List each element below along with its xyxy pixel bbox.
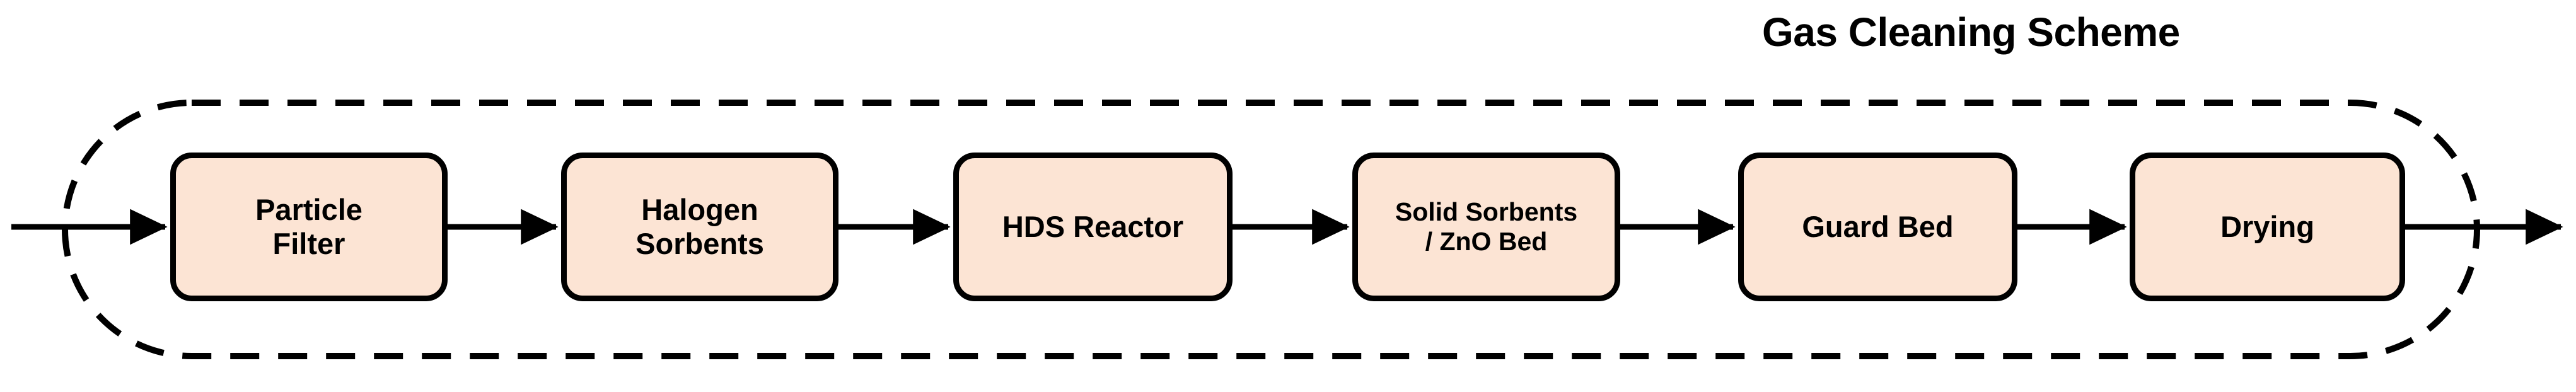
page-title: Gas Cleaning Scheme (1762, 9, 2180, 55)
stage-guard-bed[interactable]: Guard Bed (1738, 153, 2017, 301)
stage-label-guard-bed: Guard Bed (1802, 210, 1954, 244)
stage-label-drying: Drying (2220, 210, 2314, 244)
stage-label-halogen-sorbents: Halogen Sorbents (635, 193, 764, 260)
stage-hds-reactor[interactable]: HDS Reactor (953, 153, 1233, 301)
stage-label-hds-reactor: HDS Reactor (1002, 210, 1184, 244)
stage-label-particle-filter: Particle Filter (255, 193, 363, 260)
stage-solid-sorbents[interactable]: Solid Sorbents / ZnO Bed (1352, 153, 1620, 301)
stage-particle-filter[interactable]: Particle Filter (170, 153, 448, 301)
stage-label-solid-sorbents: Solid Sorbents / ZnO Bed (1395, 197, 1578, 256)
stage-drying[interactable]: Drying (2130, 153, 2405, 301)
stage-halogen-sorbents[interactable]: Halogen Sorbents (561, 153, 838, 301)
